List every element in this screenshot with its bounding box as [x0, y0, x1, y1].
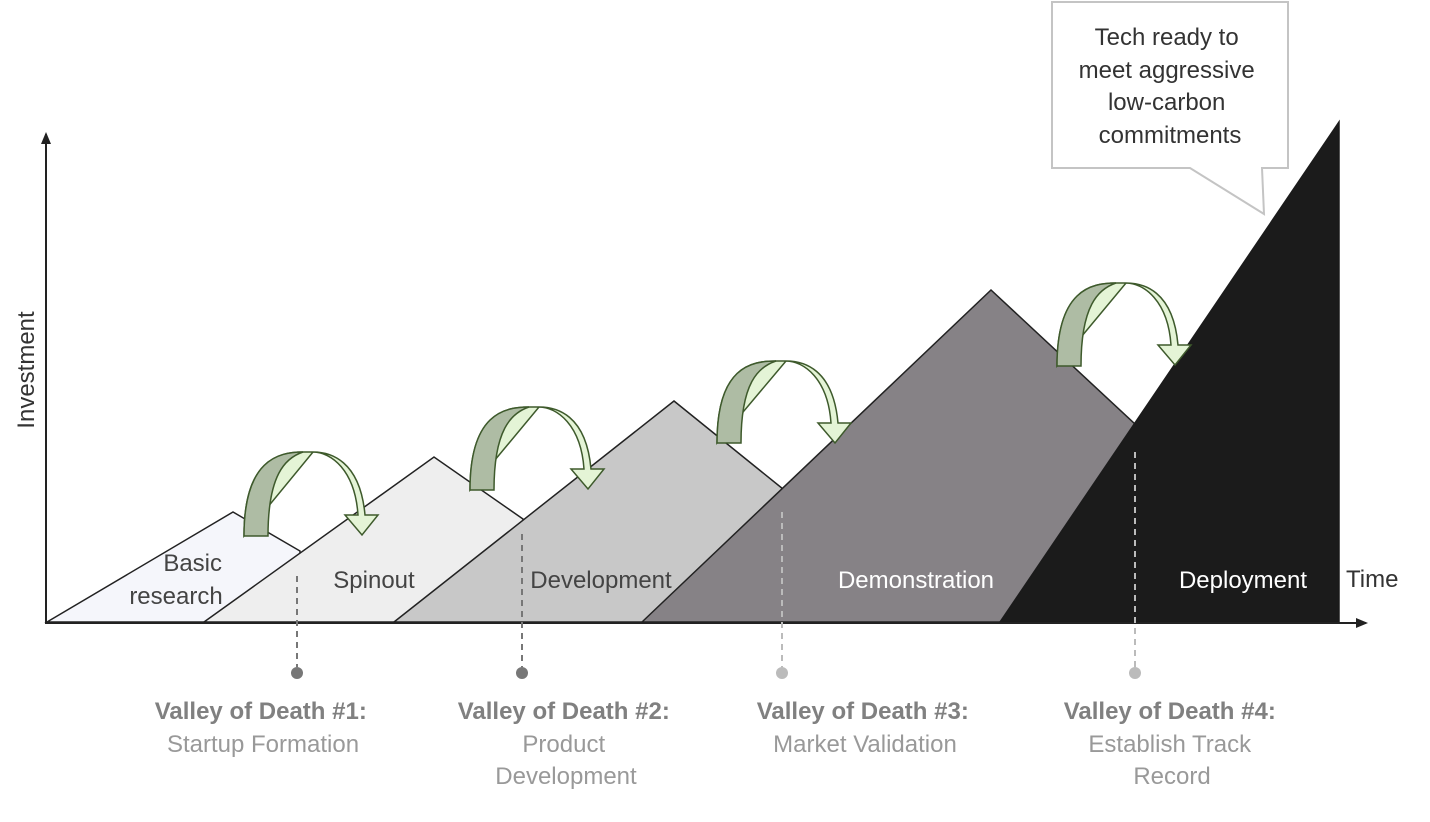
valley-sub-4-line-2: Record: [1133, 763, 1210, 790]
stage-label-deployment: Deployment: [1179, 567, 1307, 594]
valley-sub-4-line-1: Establish Track: [1088, 731, 1252, 758]
valley-title-3: Valley of Death #3:: [757, 698, 969, 725]
valley-label-4: Valley of Death #4: Establish Track Reco…: [1064, 698, 1281, 790]
valley-marker-4: [1129, 452, 1141, 679]
transition-arrow-4: [1056, 282, 1193, 369]
valley-marker-3: [776, 512, 788, 679]
x-axis-label: Time: [1346, 566, 1398, 593]
callout-line-3: low-carbon: [1108, 89, 1225, 116]
valley-sub-1-line-1: Startup Formation: [167, 731, 359, 758]
callout-box: [1051, 1, 1289, 216]
callout-text: Tech ready to meet aggressive low-carbon…: [1079, 24, 1262, 149]
valley-label-3: Valley of Death #3: Market Validation: [757, 698, 974, 758]
valley-label-2: Valley of Death #2: Product Development: [458, 698, 675, 790]
stage-label-basic-research: Basic research: [129, 550, 228, 610]
valley-sub-2-line-1: Product: [522, 731, 605, 758]
valley-title-4: Valley of Death #4:: [1064, 698, 1276, 725]
stage-label-basic-research-line-1: Basic: [163, 550, 222, 577]
valley-marker-2: [516, 534, 528, 679]
callout-line-4: commitments: [1099, 122, 1242, 149]
valley-marker-1: [291, 576, 303, 679]
stage-label-demonstration: Demonstration: [838, 567, 994, 594]
transition-arrow-3: [716, 360, 853, 446]
valley-title-1: Valley of Death #1:: [155, 698, 367, 725]
y-axis-label: Investment: [13, 311, 40, 429]
callout-line-2: meet aggressive: [1079, 57, 1255, 84]
transition-arrow-1: [243, 451, 380, 539]
stage-label-spinout: Spinout: [333, 567, 415, 594]
stage-label-development: Development: [530, 567, 672, 594]
valley-label-1: Valley of Death #1: Startup Formation: [155, 698, 372, 758]
valley-sub-3-line-1: Market Validation: [773, 731, 957, 758]
stage-label-basic-research-line-2: research: [129, 583, 222, 610]
valley-sub-2-line-2: Development: [495, 763, 637, 790]
transition-arrow-2: [469, 406, 606, 493]
callout-line-1: Tech ready to: [1095, 24, 1239, 51]
valley-title-2: Valley of Death #2:: [458, 698, 670, 725]
